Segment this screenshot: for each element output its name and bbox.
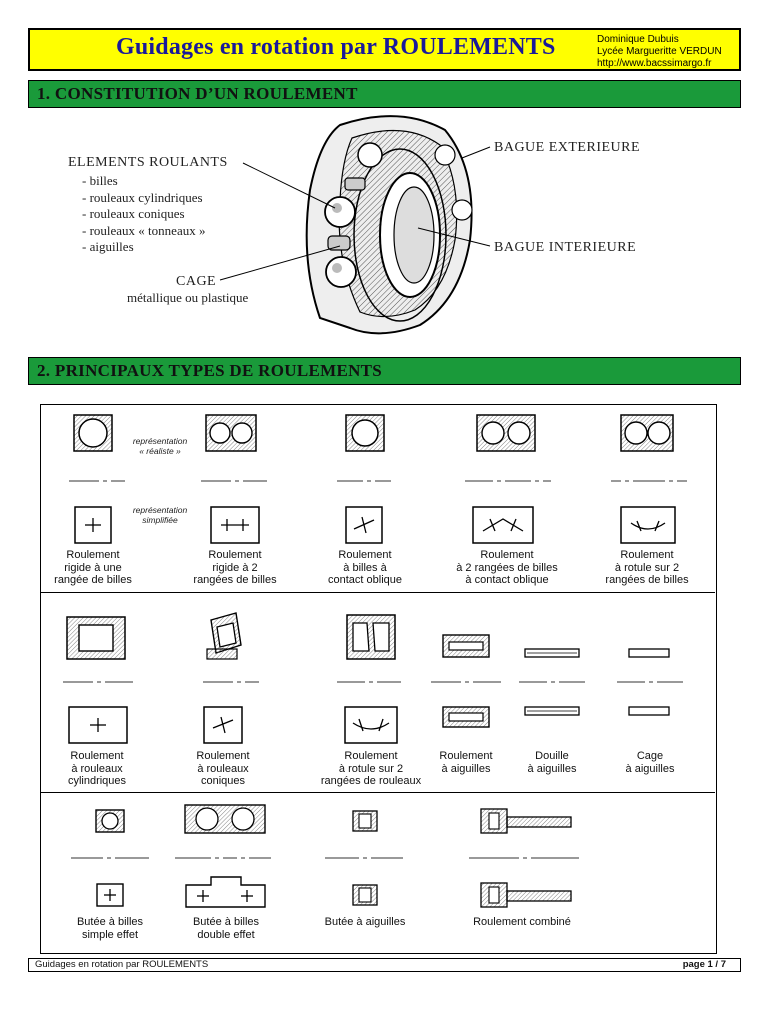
needle-thrust-symbol xyxy=(352,884,378,906)
double-thrust-ball-symbol xyxy=(185,876,266,908)
author-block: Dominique Dubuis Lycée Margueritte VERDU… xyxy=(597,34,747,70)
needle-cage-symbol xyxy=(628,706,670,716)
list-item: - aiguilles xyxy=(82,239,134,254)
row-divider xyxy=(41,592,715,593)
double-row-angular-realistic xyxy=(476,414,536,452)
outer-ring-label: BAGUE EXTERIEURE xyxy=(494,140,641,155)
cage-title: CAGE xyxy=(176,274,217,289)
author-school: Lycée Margueritte VERDUN xyxy=(597,46,722,57)
cage-desc: métallique ou plastique xyxy=(127,290,249,305)
angular-contact-ball-realistic xyxy=(345,414,385,452)
self-aligning-ball-symbol xyxy=(620,506,676,544)
section-1-title: 1. CONSTITUTION D’UN ROULEMENT xyxy=(37,84,358,103)
combined-bearing-realistic xyxy=(480,808,572,834)
drawn-cup-needle-symbol xyxy=(524,706,580,716)
section-2-bar: 2. PRINCIPAUX TYPES DE ROULEMENTS xyxy=(28,357,741,385)
single-thrust-ball-symbol xyxy=(96,883,124,907)
author-name: Dominique Dubuis xyxy=(597,34,679,45)
tapered-roller-symbol xyxy=(203,706,243,744)
caption-combined-bearing: Roulement combiné xyxy=(473,916,571,928)
page-footer: Guidages en rotation par ROULEMENTS page… xyxy=(28,958,741,972)
deep-groove-ball-realistic xyxy=(73,414,113,452)
needle-cage-realistic xyxy=(628,648,670,658)
needle-bearing-realistic xyxy=(442,634,490,658)
rolling-elements-list: - billes - rouleaux cylindriques - roule… xyxy=(82,173,205,256)
rolling-elements-title: ELEMENTS ROULANTS xyxy=(68,155,228,170)
spherical-roller-realistic xyxy=(346,614,396,660)
note-realistic: représentation« réaliste » xyxy=(132,436,188,456)
row-divider xyxy=(41,792,715,793)
inner-ring-label: BAGUE INTERIEURE xyxy=(494,240,637,255)
footer-title: Guidages en rotation par ROULEMENTS xyxy=(35,959,209,970)
list-item: - rouleaux « tonneaux » xyxy=(82,222,206,238)
list-item: - billes xyxy=(82,173,118,188)
author-url: http://www.bacssimargo.fr xyxy=(597,58,712,69)
page-number: page 1 / 7 xyxy=(682,959,726,970)
section-2-title: 2. PRINCIPAUX TYPES DE ROULEMENTS xyxy=(37,361,383,380)
double-row-angular-symbol xyxy=(472,506,534,544)
page-title: Guidages en rotation par ROULEMENTS xyxy=(116,34,556,60)
list-item: - rouleaux coniques xyxy=(82,206,185,221)
section-1-bar: 1. CONSTITUTION D’UN ROULEMENT xyxy=(28,80,741,108)
needle-bearing-symbol xyxy=(442,706,490,728)
title-banner: Guidages en rotation par ROULEMENTS Domi… xyxy=(28,28,741,71)
bearing-symbols xyxy=(63,414,687,908)
list-item: - rouleaux cylindriques xyxy=(82,189,203,205)
angular-contact-ball-symbol xyxy=(345,506,383,544)
deep-groove-ball-symbol xyxy=(74,506,112,544)
combined-bearing-symbol xyxy=(480,882,572,908)
bearing-illustration xyxy=(219,115,491,335)
bearing-types-table: représentation« réaliste » représentatio… xyxy=(40,404,717,954)
double-thrust-ball-realistic xyxy=(184,804,266,834)
tapered-roller-realistic xyxy=(206,612,242,660)
caption-needle-thrust: Butée à aiguilles xyxy=(324,916,406,928)
drawn-cup-needle-realistic xyxy=(524,648,580,658)
cylindrical-roller-symbol xyxy=(68,706,128,744)
spherical-roller-symbol xyxy=(344,706,398,744)
single-thrust-ball-realistic xyxy=(95,809,125,833)
self-aligning-ball-realistic xyxy=(620,414,674,452)
double-row-ball-realistic xyxy=(205,414,257,452)
cylindrical-roller-realistic xyxy=(66,616,126,660)
needle-thrust-realistic xyxy=(352,810,378,832)
double-row-ball-symbol xyxy=(210,506,260,544)
